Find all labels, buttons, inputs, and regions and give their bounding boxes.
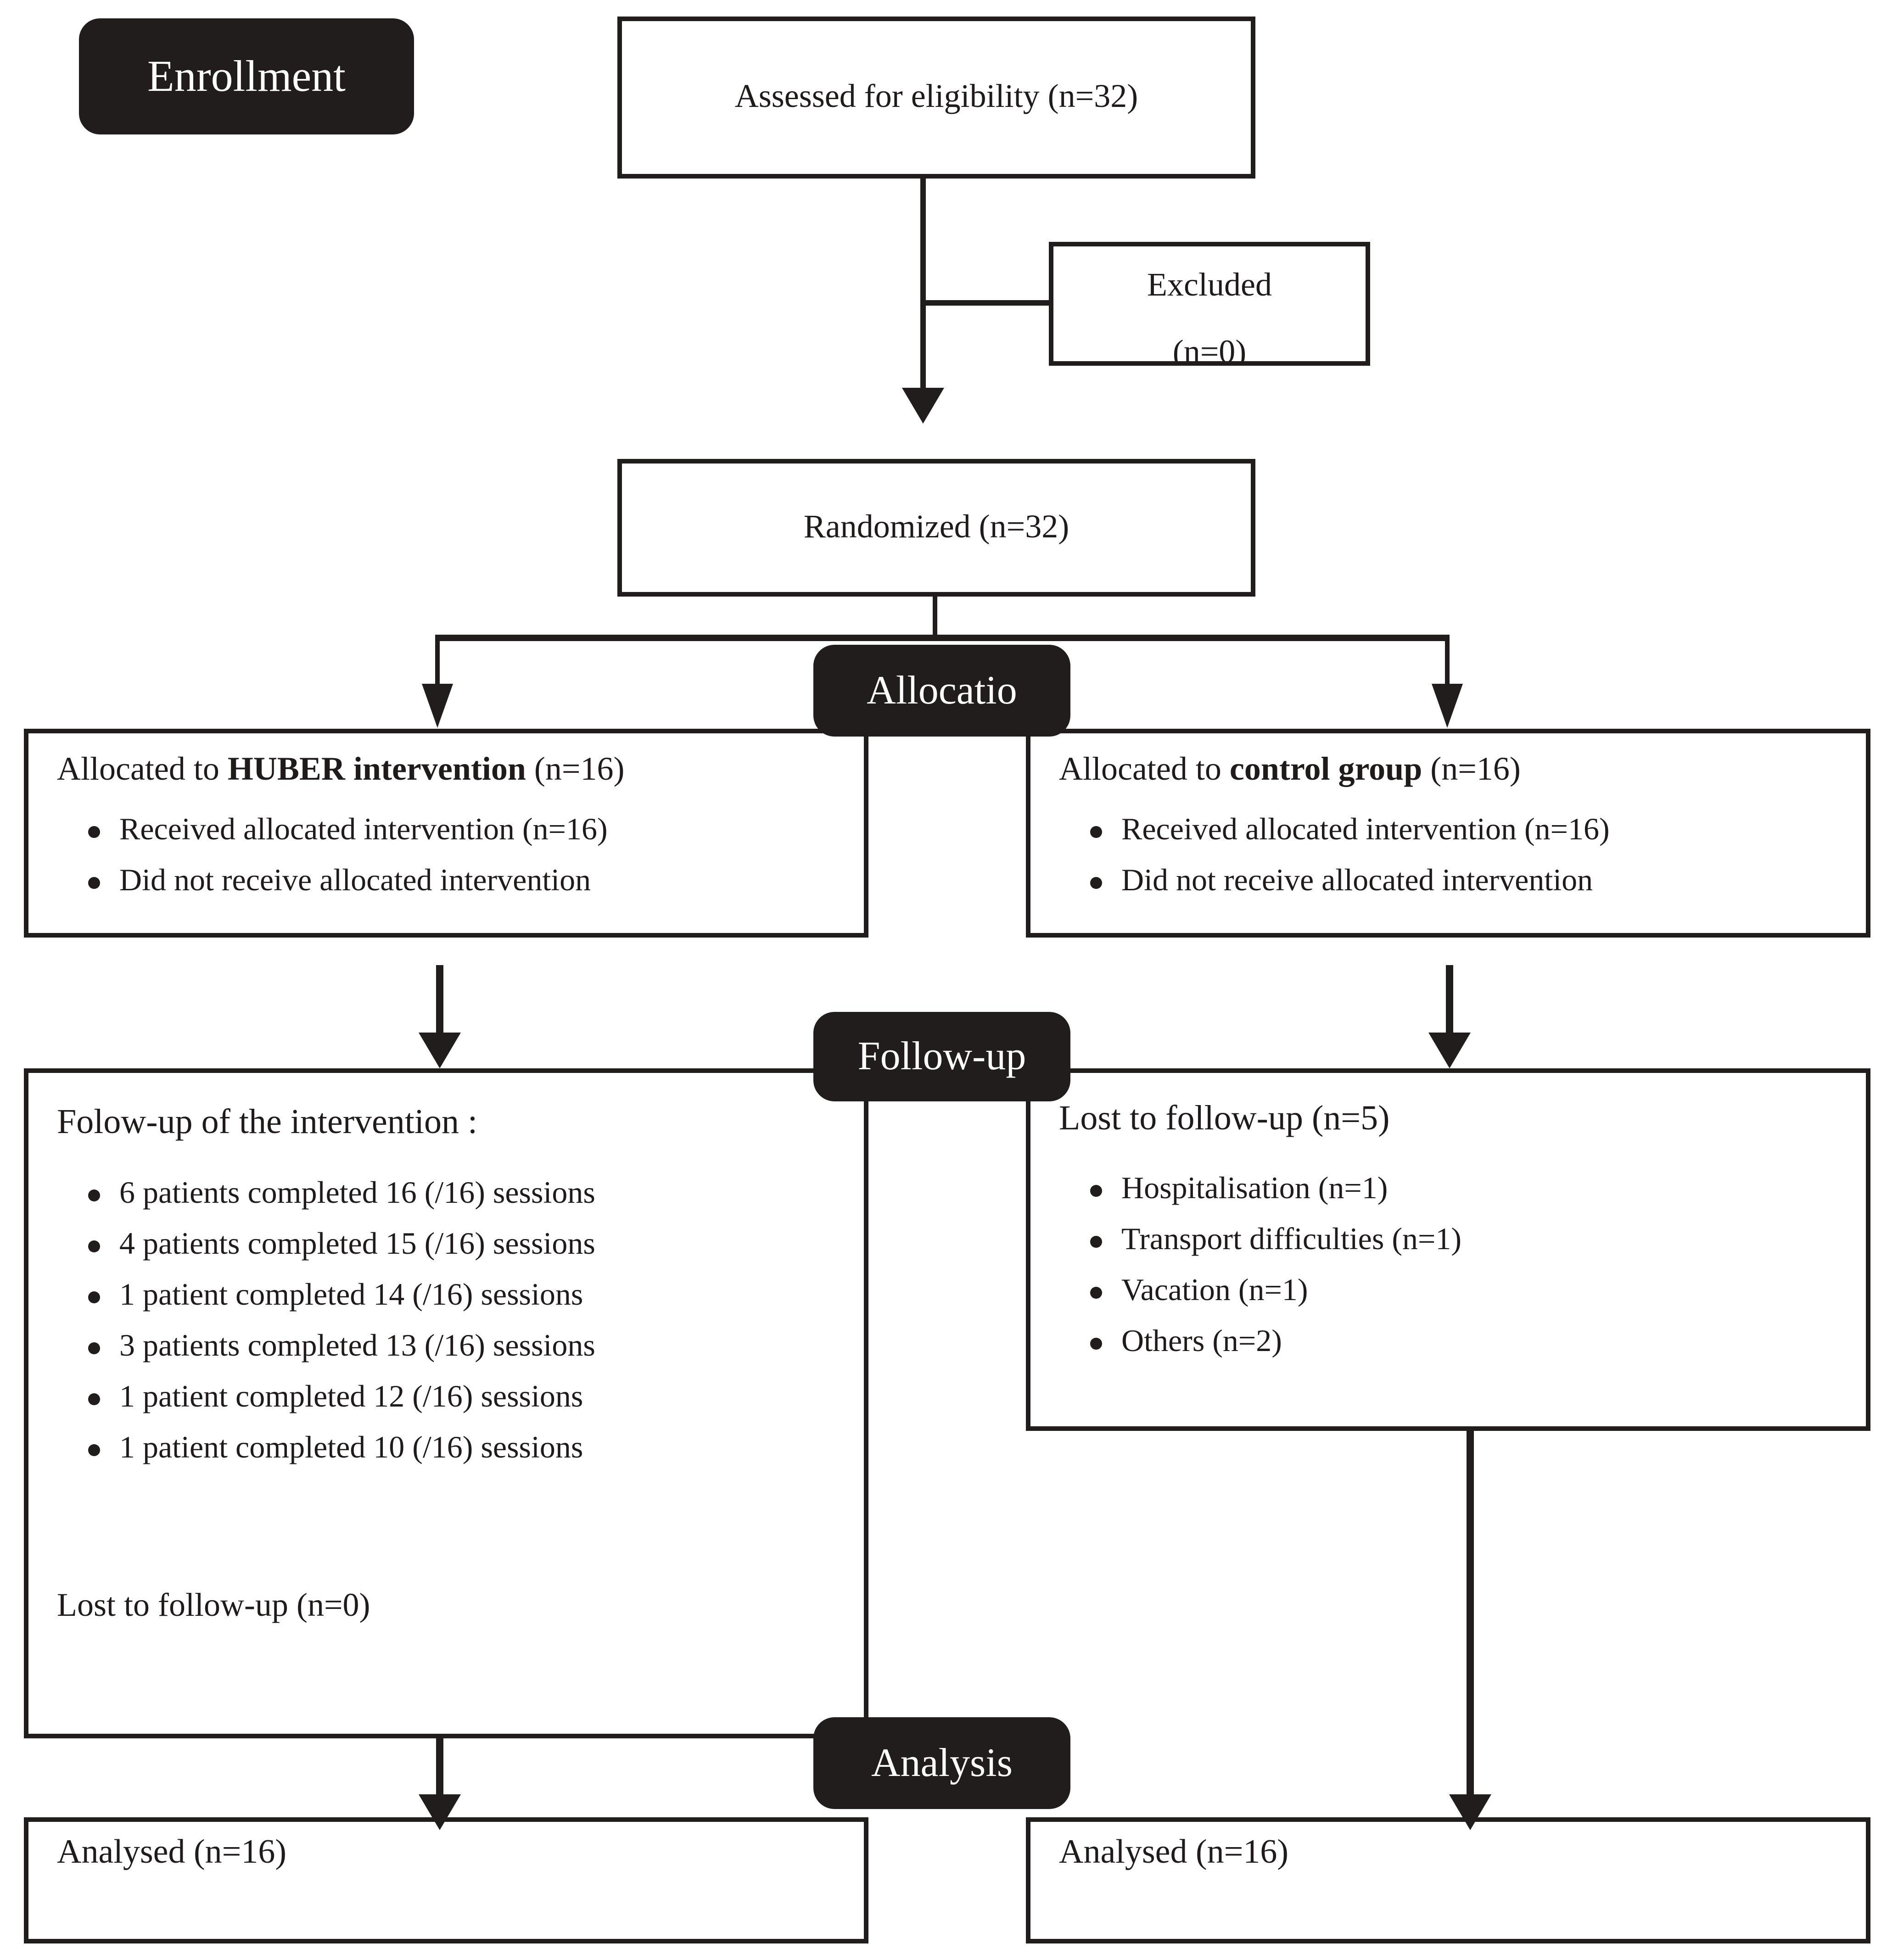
list-item: Vacation (n=1) bbox=[1086, 1270, 1838, 1309]
list-item: Others (n=2) bbox=[1086, 1321, 1838, 1360]
excluded-line2: (n=0) bbox=[1172, 333, 1247, 366]
arrow-followup-right bbox=[1428, 1033, 1471, 1068]
followup-left-box: Folow-up of the intervention : 6 patient… bbox=[24, 1068, 868, 1738]
allocation-right-header-strong: control group bbox=[1229, 750, 1422, 787]
stage-badge-allocation: Allocatio bbox=[813, 645, 1070, 737]
followup-right-bullets: Hospitalisation (n=1) Transport difficul… bbox=[1030, 1156, 1838, 1360]
list-item: Received allocated intervention (n=16) bbox=[84, 810, 841, 849]
analysis-right-text: Analysed (n=16) bbox=[1059, 1833, 1289, 1871]
arrow-allocation-left bbox=[422, 684, 453, 728]
arrow-analysis-right bbox=[1449, 1794, 1491, 1830]
allocation-right-header-prefix: Allocated to bbox=[1059, 750, 1230, 787]
arrow-analysis-left bbox=[419, 1794, 461, 1830]
analysis-right-box: Analysed (n=16) bbox=[1026, 1817, 1870, 1943]
connector-allocation-right-drop bbox=[1445, 635, 1450, 703]
followup-right-header: Lost to follow-up (n=5) bbox=[1059, 1099, 1390, 1137]
excluded-box: Excluded (n=0) bbox=[1049, 242, 1370, 366]
allocation-right-header: Allocated to control group (n=16) bbox=[1059, 749, 1848, 788]
connector-followup-right-to-analysis bbox=[1467, 1431, 1474, 1803]
followup-right-box: Lost to follow-up (n=5) Hospitalisation … bbox=[1026, 1068, 1870, 1431]
list-item: Transport difficulties (n=1) bbox=[1086, 1219, 1838, 1258]
connector-followup-left-to-analysis bbox=[436, 1738, 443, 1803]
allocation-left-header: Allocated to HUBER intervention (n=16) bbox=[57, 749, 845, 788]
list-item: 1 patient completed 10 (/16) sessions bbox=[84, 1428, 836, 1467]
stage-badge-enrollment-label: Enrollment bbox=[147, 51, 346, 101]
connector-allocation-right-to-followup bbox=[1446, 965, 1453, 1043]
list-item: 1 patient completed 12 (/16) sessions bbox=[84, 1377, 836, 1416]
analysis-left-text: Analysed (n=16) bbox=[57, 1833, 287, 1871]
allocation-right-bullets: Received allocated intervention (n=16) D… bbox=[1030, 798, 1843, 899]
connector-randomized-stem bbox=[933, 597, 937, 638]
list-item: Did not receive allocated intervention bbox=[1086, 860, 1843, 899]
connector-assessed-to-randomized bbox=[920, 179, 926, 399]
followup-left-header: Folow-up of the intervention : bbox=[57, 1102, 478, 1141]
stage-badge-analysis: Analysis bbox=[813, 1717, 1070, 1809]
arrow-followup-left bbox=[419, 1033, 461, 1068]
list-item: Received allocated intervention (n=16) bbox=[1086, 810, 1843, 849]
stage-badge-enrollment: Enrollment bbox=[79, 18, 414, 134]
allocation-left-header-prefix: Allocated to bbox=[57, 750, 228, 787]
list-item: 4 patients completed 15 (/16) sessions bbox=[84, 1224, 836, 1263]
list-item: Hospitalisation (n=1) bbox=[1086, 1168, 1838, 1207]
assessed-for-eligibility-text: Assessed for eligibility (n=32) bbox=[734, 78, 1138, 114]
allocation-right-header-suffix: (n=16) bbox=[1422, 750, 1521, 787]
randomized-box: Randomized (n=32) bbox=[617, 459, 1255, 597]
allocation-left-header-strong: HUBER intervention bbox=[227, 750, 526, 787]
stage-badge-analysis-label: Analysis bbox=[871, 1740, 1013, 1785]
connector-trunk-to-excluded bbox=[920, 300, 1051, 306]
followup-left-footer: Lost to follow-up (n=0) bbox=[57, 1586, 370, 1623]
allocation-left-box: Allocated to HUBER intervention (n=16) R… bbox=[24, 729, 868, 938]
arrow-allocation-right bbox=[1432, 684, 1463, 728]
list-item: 1 patient completed 14 (/16) sessions bbox=[84, 1275, 836, 1314]
stage-badge-allocation-label: Allocatio bbox=[867, 668, 1017, 713]
list-item: Did not receive allocated intervention bbox=[84, 860, 841, 899]
stage-badge-followup-label: Follow-up bbox=[857, 1034, 1026, 1079]
followup-left-bullets: 6 patients completed 16 (/16) sessions 4… bbox=[28, 1161, 836, 1467]
arrow-assessed-to-randomized bbox=[902, 388, 944, 424]
list-item: 6 patients completed 16 (/16) sessions bbox=[84, 1173, 836, 1212]
connector-allocation-left-drop bbox=[435, 635, 440, 703]
allocation-left-bullets: Received allocated intervention (n=16) D… bbox=[28, 798, 841, 899]
allocation-right-box: Allocated to control group (n=16) Receiv… bbox=[1026, 729, 1870, 938]
excluded-line1: Excluded bbox=[1147, 266, 1272, 303]
allocation-left-header-suffix: (n=16) bbox=[526, 750, 625, 787]
stage-badge-followup: Follow-up bbox=[813, 1012, 1070, 1101]
analysis-left-box: Analysed (n=16) bbox=[24, 1817, 868, 1943]
connector-allocation-split-bar bbox=[435, 635, 1450, 641]
randomized-text: Randomized (n=32) bbox=[803, 508, 1069, 545]
connector-allocation-left-to-followup bbox=[436, 965, 443, 1043]
assessed-for-eligibility-box: Assessed for eligibility (n=32) bbox=[617, 17, 1255, 179]
list-item: 3 patients completed 13 (/16) sessions bbox=[84, 1326, 836, 1365]
